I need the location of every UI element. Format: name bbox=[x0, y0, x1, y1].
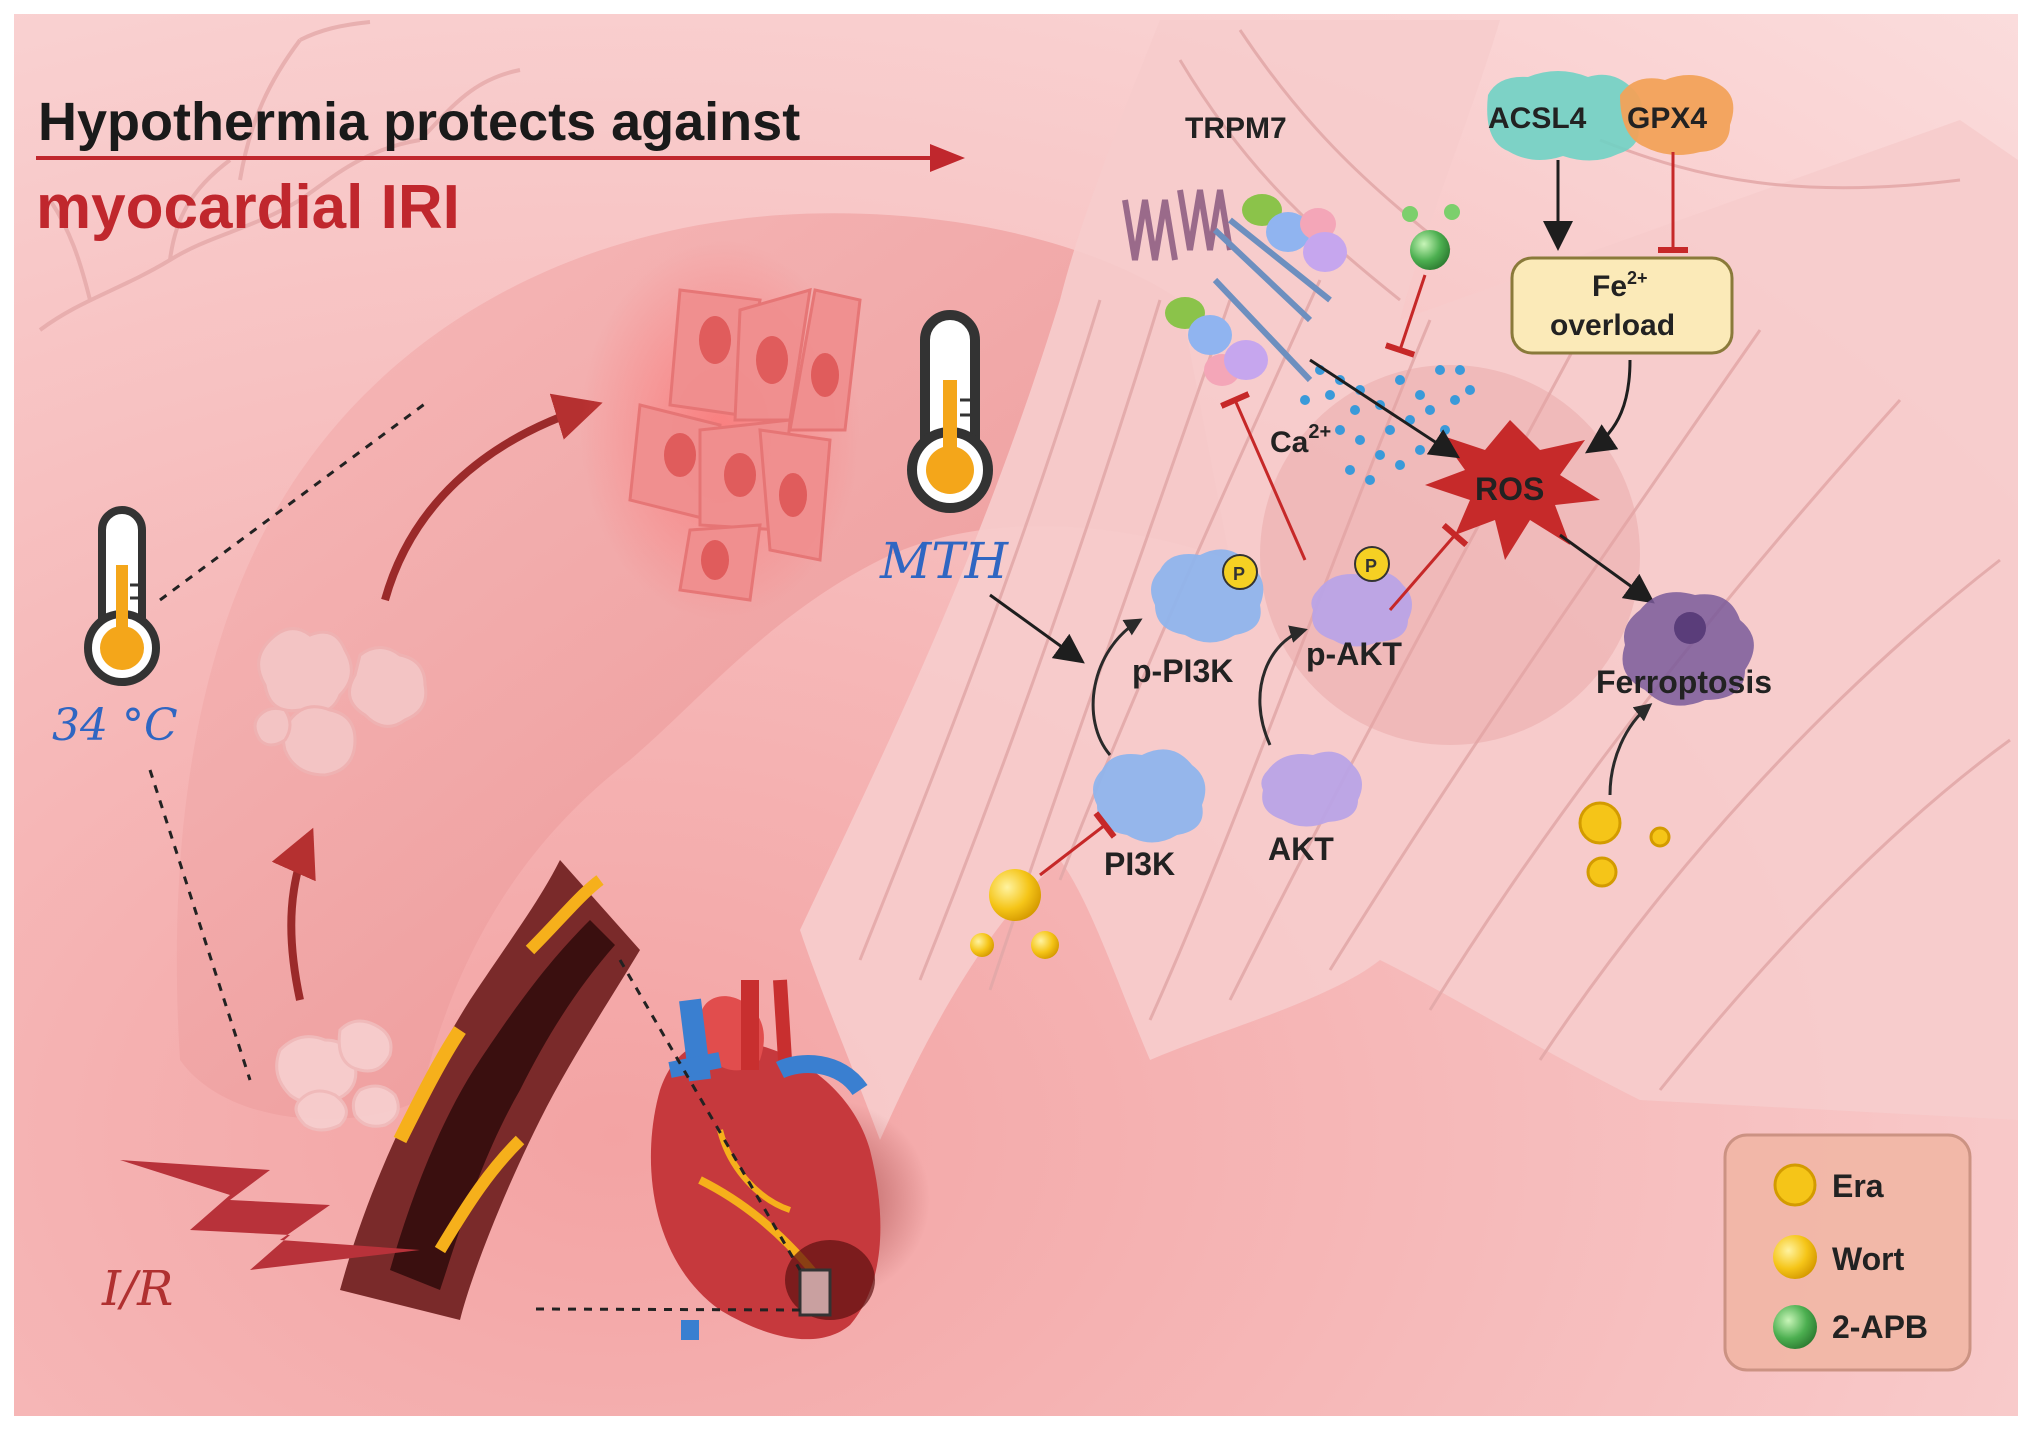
arrow-fe-to-ros bbox=[1585, 359, 1632, 454]
vessel-branches-decoration bbox=[38, 20, 521, 332]
p-pi3k-node: P p-PI3K bbox=[1132, 549, 1264, 689]
legend-box: Era Wort 2-APB bbox=[1723, 1133, 1972, 1372]
title-line-2: myocardial IRI bbox=[36, 173, 460, 242]
2apb-molecules bbox=[1402, 204, 1460, 270]
damaged-cells-bottom bbox=[275, 1019, 400, 1132]
arrow-era-to-ferroptosis bbox=[1608, 703, 1653, 796]
thermometer-icon bbox=[84, 506, 160, 686]
title-line-1: Hypothermia protects against bbox=[38, 92, 800, 152]
svg-text:Fe2+: Fe2+ bbox=[1592, 268, 1648, 303]
svg-text:Ferroptosis: Ferroptosis bbox=[1596, 664, 1772, 700]
svg-text:ACSL4: ACSL4 bbox=[1488, 102, 1587, 135]
calcium-ions bbox=[1300, 365, 1475, 485]
svg-text:p-PI3K: p-PI3K bbox=[1132, 653, 1233, 689]
heart-icon bbox=[650, 979, 930, 1340]
era-molecules bbox=[1578, 801, 1671, 888]
title-arrow-head bbox=[930, 144, 965, 172]
p-akt-node: P p-AKT bbox=[1306, 546, 1412, 672]
mth-label: MTH bbox=[879, 532, 1010, 590]
ischemia-lightning-icon bbox=[120, 1160, 420, 1270]
svg-text:PI3K: PI3K bbox=[1104, 846, 1175, 882]
svg-text:P: P bbox=[1365, 556, 1377, 576]
pi3k-node: PI3K bbox=[1093, 749, 1206, 882]
inhibit-pakt-ros bbox=[1388, 522, 1469, 611]
wort-molecules bbox=[970, 869, 1059, 959]
dashed-line-bottom bbox=[148, 769, 252, 1081]
wort-icon bbox=[1773, 1235, 1817, 1279]
svg-text:P: P bbox=[1233, 564, 1245, 584]
cardiomyocyte-nuclei bbox=[664, 316, 839, 580]
ros-node: ROS bbox=[1425, 420, 1600, 560]
calcium-label: Ca2+ bbox=[1270, 421, 1331, 459]
mth-thermometer-icon bbox=[907, 310, 993, 513]
svg-text:GPX4: GPX4 bbox=[1627, 102, 1707, 135]
legend-era: Era bbox=[1832, 1168, 1884, 1204]
ir-label: I/R bbox=[101, 1261, 173, 1317]
acsl4-node: ACSL4 bbox=[1487, 71, 1642, 161]
svg-text:p-AKT: p-AKT bbox=[1306, 636, 1402, 672]
gpx4-node: GPX4 bbox=[1620, 75, 1734, 156]
curved-arrow-upper bbox=[381, 393, 603, 602]
arrow-pi3k-to-ppi3k bbox=[1091, 618, 1143, 756]
damaged-cells-top bbox=[253, 627, 428, 777]
ferroptosis-node: Ferroptosis bbox=[1596, 592, 1772, 706]
inhibit-pakt-trpm7 bbox=[1220, 391, 1307, 561]
era-icon bbox=[1773, 1163, 1817, 1207]
svg-text:overload: overload bbox=[1550, 309, 1675, 342]
arrow-ca-to-ros bbox=[1309, 358, 1461, 459]
dashed-heart-lower bbox=[535, 1307, 801, 1312]
curved-arrow-lower bbox=[271, 827, 316, 1001]
legend-2apb: 2-APB bbox=[1832, 1309, 1928, 1345]
arrow-ros-to-ferroptosis bbox=[1559, 533, 1655, 604]
temperature-label: 34 °C bbox=[52, 700, 178, 751]
akt-node: AKT bbox=[1261, 751, 1362, 867]
fe-overload-box: Fe2+ overload bbox=[1510, 256, 1734, 355]
legend-wort: Wort bbox=[1832, 1241, 1905, 1277]
svg-text:ROS: ROS bbox=[1475, 471, 1544, 507]
arrow-akt-to-pakt bbox=[1258, 625, 1308, 746]
artery-cross-section bbox=[340, 860, 640, 1320]
svg-text:AKT: AKT bbox=[1268, 831, 1334, 867]
trpm7-channel bbox=[1122, 189, 1347, 386]
inhibit-wort-pi3k bbox=[1039, 811, 1117, 877]
dashed-heart-upper bbox=[618, 959, 802, 1271]
2apb-icon bbox=[1773, 1305, 1817, 1349]
arrow-mth-to-ppi3k bbox=[989, 593, 1085, 664]
trpm7-label: TRPM7 bbox=[1185, 112, 1287, 145]
inhibit-2apb-trpm7 bbox=[1384, 274, 1427, 358]
